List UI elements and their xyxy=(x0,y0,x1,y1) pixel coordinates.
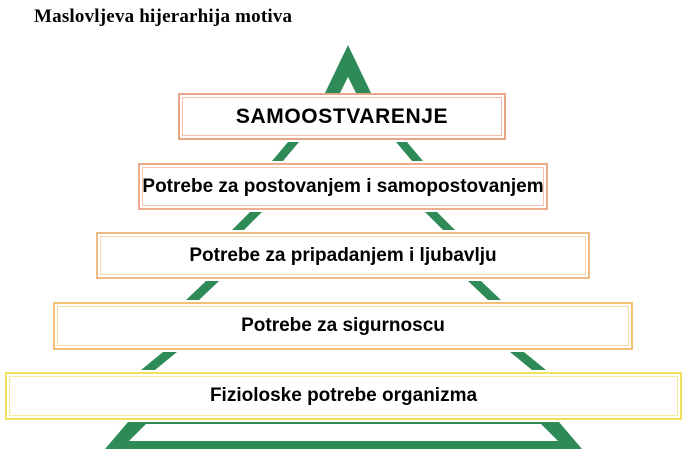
connector-left-2-3 xyxy=(232,212,262,230)
pyramid-level-1-label: SAMOOSTVARENJE xyxy=(235,104,449,128)
pyramid-level-3-label: Potrebe za pripadanjem i ljubavlju xyxy=(189,244,497,266)
pyramid-level-4[interactable]: Potrebe za sigurnoscu xyxy=(53,302,633,350)
connector-left-4-5 xyxy=(141,352,177,370)
connector-left-1-2 xyxy=(272,142,299,161)
connector-right-3-4 xyxy=(468,281,501,300)
connector-left-3-4 xyxy=(186,281,219,300)
pyramid-base-cutout xyxy=(129,424,558,441)
pyramid-level-1[interactable]: SAMOOSTVARENJE xyxy=(178,93,506,140)
pyramid-level-3[interactable]: Potrebe za pripadanjem i ljubavlju xyxy=(96,232,590,279)
pyramid-apex-chevron xyxy=(325,45,371,93)
pyramid-level-2-label: Potrebe za postovanjem i samopostovanjem xyxy=(142,175,544,197)
connector-right-1-2 xyxy=(396,142,423,161)
connector-right-2-3 xyxy=(425,212,455,230)
pyramid-level-2[interactable]: Potrebe za postovanjem i samopostovanjem xyxy=(138,163,548,210)
pyramid-base-outline xyxy=(105,422,582,449)
pyramid-level-5[interactable]: Fizioloske potrebe organizma xyxy=(5,372,682,420)
page-title: Maslovljeva hijerarhija motiva xyxy=(34,6,293,27)
connector-right-4-5 xyxy=(510,352,546,370)
pyramid-level-5-label: Fizioloske potrebe organizma xyxy=(209,385,478,406)
pyramid-level-4-label: Potrebe za sigurnoscu xyxy=(241,315,445,336)
